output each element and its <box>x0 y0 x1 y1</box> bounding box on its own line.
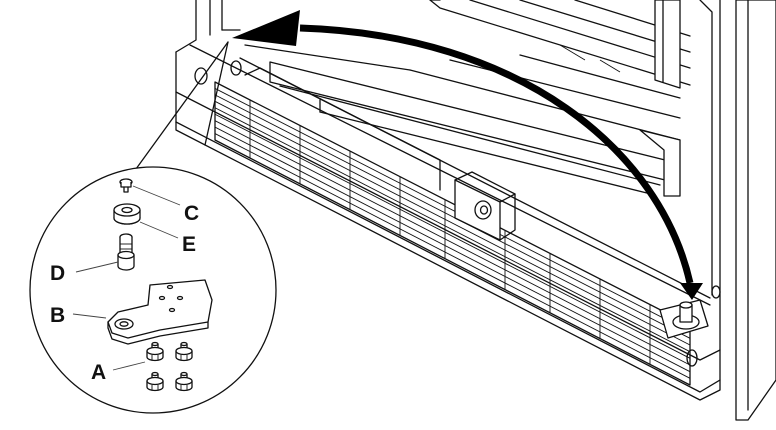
grille <box>214 67 691 386</box>
part-c-screw <box>119 178 181 206</box>
grille-slat <box>214 100 691 346</box>
grille-slat <box>214 113 691 359</box>
grille-slat <box>214 107 691 353</box>
label-c: C <box>184 202 199 225</box>
grille-upper-panel <box>244 67 441 191</box>
shelves <box>244 0 691 197</box>
grille-slat <box>214 94 691 339</box>
callout-labels: C E D B A <box>50 202 199 384</box>
label-e: E <box>182 233 196 256</box>
part-e-bushing <box>113 203 179 239</box>
grille-slat <box>214 126 691 373</box>
grille-slat <box>214 88 691 333</box>
lower-hinge-pin <box>659 299 709 339</box>
bolt-icon <box>175 371 193 392</box>
part-a-bolts <box>146 341 193 392</box>
grille-slat <box>214 120 691 366</box>
bolt-icon <box>175 341 193 362</box>
bolt-icon <box>146 371 164 392</box>
label-a: A <box>91 361 106 384</box>
part-b-bracket <box>72 279 213 345</box>
grille-center-bracket <box>454 171 516 241</box>
curved-arrow-icon <box>232 10 703 300</box>
cabinet <box>175 0 776 421</box>
grille-slat <box>214 133 691 379</box>
label-b: B <box>50 304 65 327</box>
label-d: D <box>50 262 65 285</box>
bolt-icon <box>146 341 164 362</box>
hardware-parts <box>72 178 213 392</box>
part-d-hinge-pin <box>75 233 135 273</box>
